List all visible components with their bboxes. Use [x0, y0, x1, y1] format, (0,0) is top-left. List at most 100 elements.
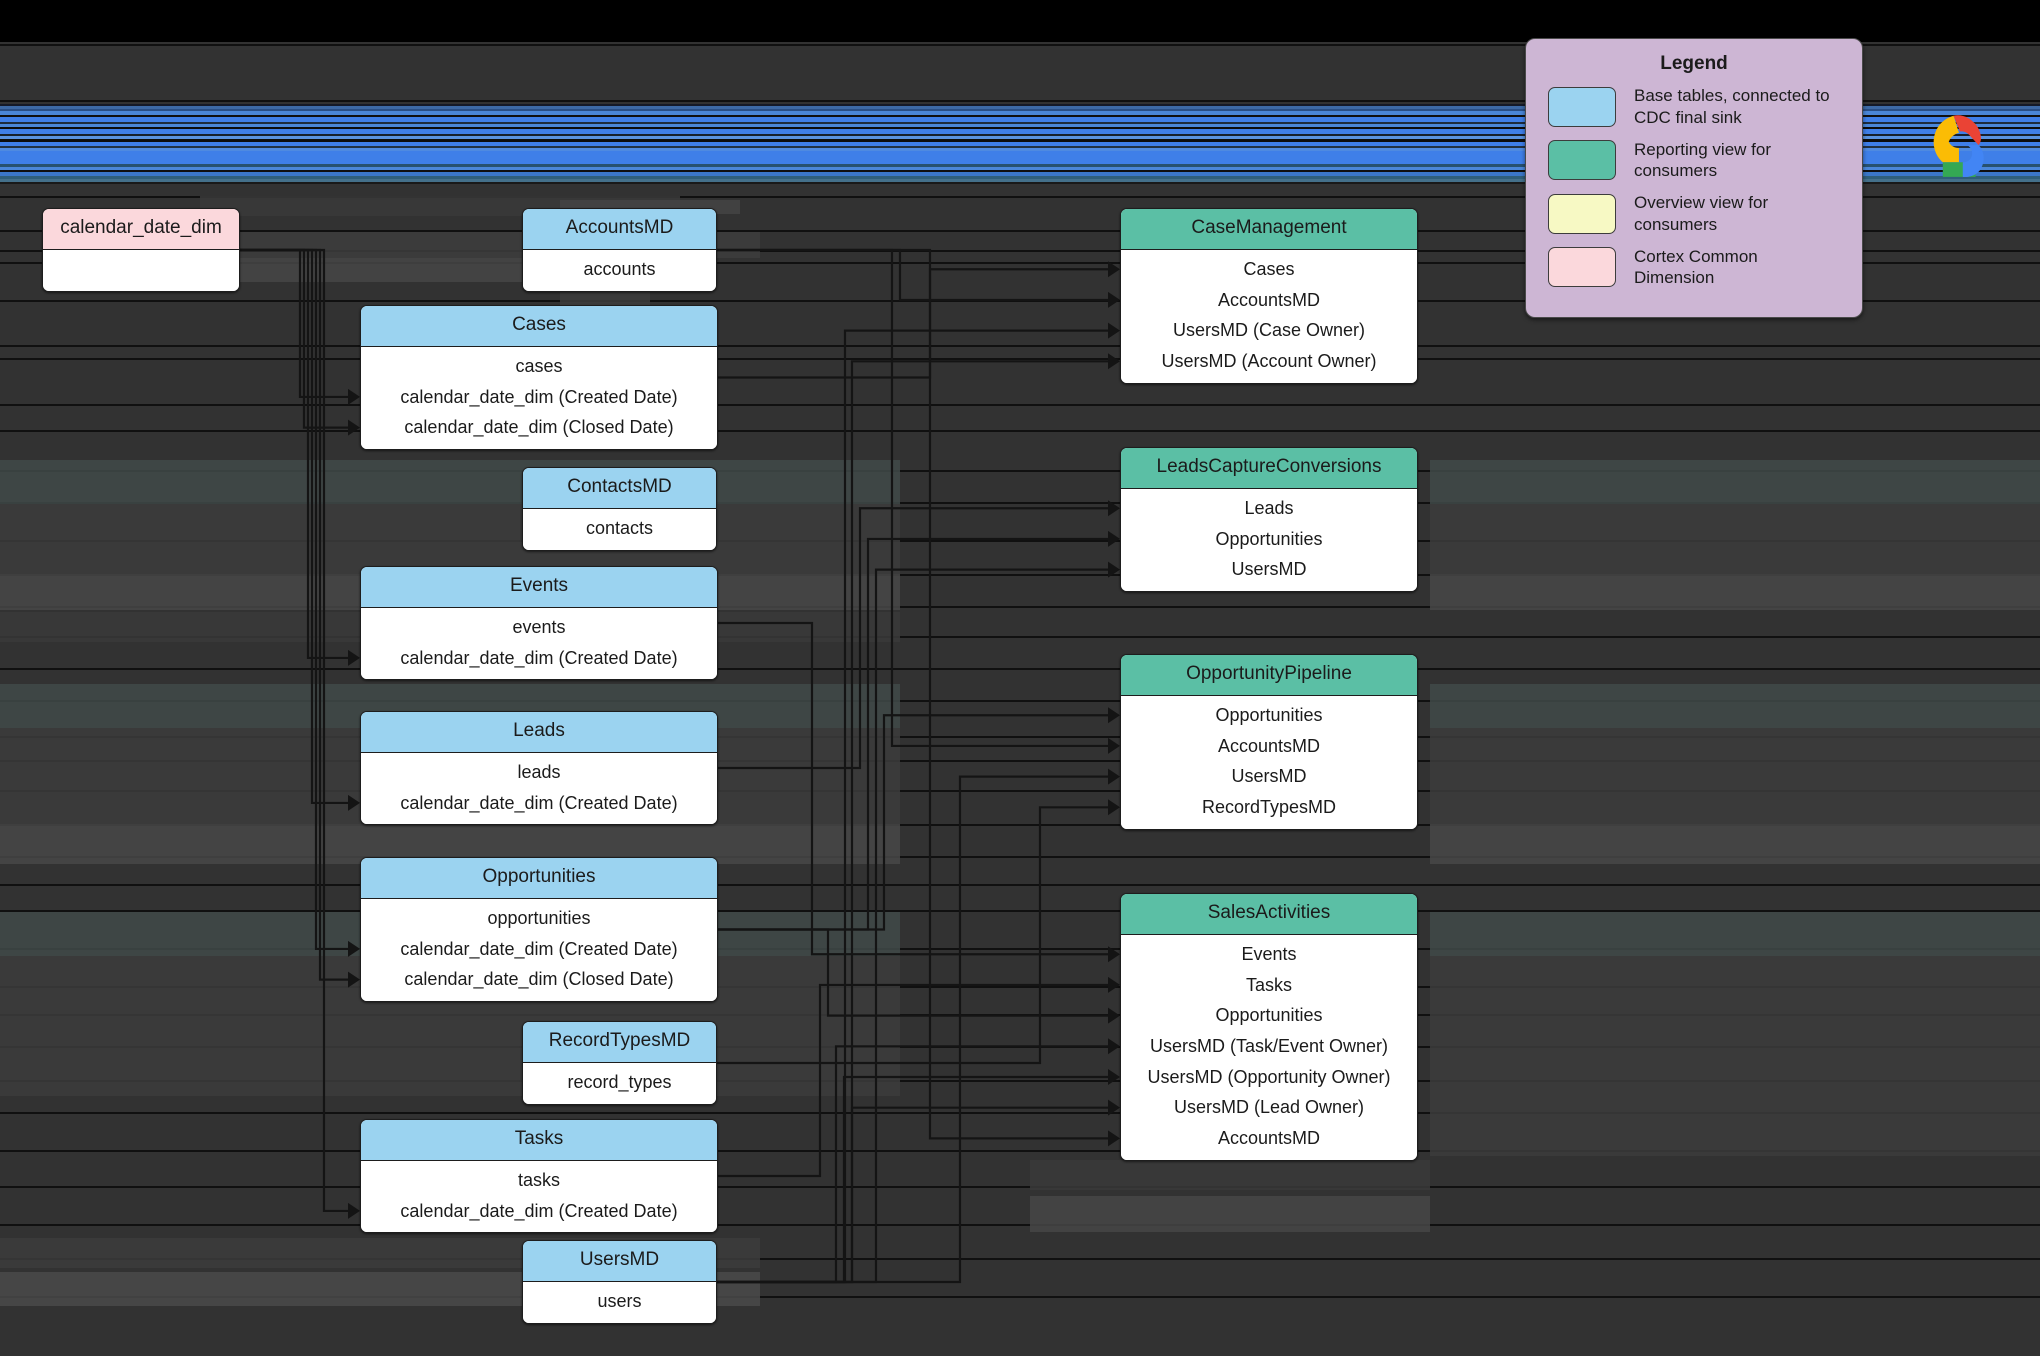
smear-band: [0, 345, 2040, 347]
smear-band: [0, 111, 2040, 115]
entity-node-title: Opportunities: [361, 858, 717, 899]
entity-node-calendar_date_dim[interactable]: calendar_date_dim: [42, 208, 240, 292]
smear-band: [0, 460, 900, 504]
smear-band: [0, 668, 2040, 670]
smear-band: [0, 230, 2040, 232]
smear-band: [0, 106, 2040, 109]
smear-band: [1430, 956, 2040, 1156]
edge-arrowhead: [1108, 737, 1120, 754]
entity-node-title: RecordTypesMD: [523, 1022, 716, 1063]
smear-band: [1030, 1160, 1430, 1190]
smear-band: [1430, 824, 2040, 864]
legend-item-label: Reporting view for consumers: [1634, 139, 1772, 181]
entity-node-title: UsersMD: [523, 1241, 716, 1282]
edge-UsersMD-to-SalesActivities: [717, 1106, 1109, 1284]
entity-node-row: record_types: [567, 1071, 672, 1092]
legend-item: Reporting view for consumers: [1548, 139, 1862, 183]
entity-node-row: AccountsMD: [1217, 1128, 1321, 1149]
smear-band: [0, 196, 2040, 198]
legend-title: Legend: [1660, 53, 1728, 74]
entity-node-row: UsersMD (Account Owner): [1161, 350, 1377, 371]
entity-node-row: Opportunities: [1215, 1005, 1323, 1026]
entity-node-row: UsersMD (Case Owner): [1172, 320, 1366, 341]
entity-node-row: cases: [515, 355, 563, 376]
entity-node-row: UsersMD: [1231, 766, 1307, 787]
smear-band: [0, 504, 900, 574]
entity-node-row: Tasks: [1245, 974, 1292, 995]
top-black-bar: [0, 0, 2040, 42]
entity-node-title: calendar_date_dim: [43, 209, 239, 250]
entity-node-row: Opportunities: [1215, 704, 1323, 725]
entity-node-usersmd[interactable]: UsersMD users: [522, 1240, 717, 1324]
smear-band: [0, 179, 2040, 182]
smear-band: [0, 100, 2040, 102]
smear-band: [0, 172, 2040, 176]
entity-node-body: accounts: [523, 249, 716, 291]
entity-node-row: calendar_date_dim (Created Date): [400, 647, 678, 668]
entity-node-row: contacts: [585, 517, 654, 538]
legend-item: Overview view for consumers: [1548, 192, 1862, 236]
smear-band: [0, 1224, 2040, 1226]
entity-node-recordtypesmd[interactable]: RecordTypesMD record_types: [522, 1021, 717, 1105]
entity-node-row: tasks: [517, 1169, 560, 1190]
entity-node-title: OpportunityPipeline: [1121, 655, 1417, 696]
entity-node-contactsmd[interactable]: ContactsMD contacts: [522, 467, 717, 551]
smear-band: [0, 104, 2040, 106]
entity-node-row: AccountsMD: [1217, 735, 1321, 756]
entity-node-body: users: [523, 1281, 716, 1323]
edge-arrowhead: [1108, 1130, 1120, 1147]
legend-swatch-overview-view: [1548, 193, 1616, 234]
entity-node-row: [49, 254, 233, 285]
entity-node-row: calendar_date_dim (Created Date): [400, 386, 678, 407]
legend-swatch-reporting-view: [1548, 140, 1616, 181]
legend-item-label: Overview view for consumers: [1634, 193, 1769, 234]
edge-arrowhead: [1108, 707, 1120, 724]
legend-rows: Base tables, connected to CDC final sink…: [1526, 85, 1862, 289]
smear-band: [0, 139, 2040, 142]
smear-band: [0, 146, 2040, 148]
entity-node-cases[interactable]: Cases cases calendar_date_dim (Created Dat…: [360, 305, 718, 450]
smear-band: [0, 109, 2040, 111]
smear-band: [0, 136, 2040, 139]
smear-band: [1430, 728, 2040, 824]
smear-band: [0, 134, 2040, 136]
smear-band: [0, 164, 2040, 167]
edge-arrowhead: [1108, 353, 1120, 370]
smear-band: [0, 142, 2040, 146]
edge-arrowhead: [1108, 976, 1120, 993]
smear-band: [0, 1186, 2040, 1188]
legend-swatch-base-table: [1548, 86, 1616, 127]
smear-band: [1030, 1196, 1430, 1232]
entity-node-title: Leads: [361, 712, 717, 753]
edge-Cases-to-CaseManagement: [718, 268, 1109, 379]
entity-node-row: Cases: [1243, 258, 1295, 279]
entity-node-row: RecordTypesMD: [1201, 796, 1337, 817]
entity-node-row: calendar_date_dim (Closed Date): [404, 969, 674, 990]
edge-arrowhead: [348, 649, 360, 666]
entity-node-row: UsersMD (Task/Event Owner): [1149, 1035, 1389, 1056]
smear-band: [0, 176, 2040, 179]
entity-node-title: SalesActivities: [1121, 894, 1417, 935]
entity-node-row: users: [597, 1290, 642, 1311]
entity-node-row: calendar_date_dim (Created Date): [400, 938, 678, 959]
entity-node-row: UsersMD (Opportunity Owner): [1147, 1066, 1391, 1087]
entity-node-title: Cases: [361, 306, 717, 347]
smear-band: [0, 124, 2040, 127]
entity-node-title: ContactsMD: [523, 468, 716, 509]
legend-item: Base tables, connected to CDC final sink: [1548, 85, 1862, 129]
